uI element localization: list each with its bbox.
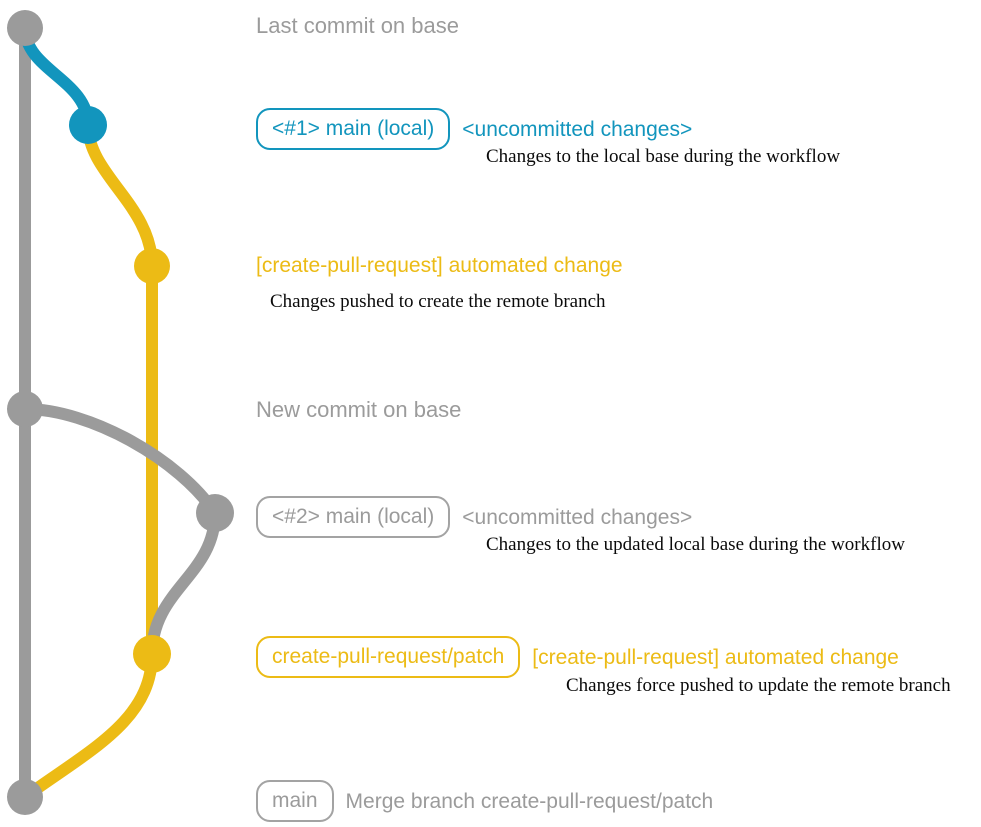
commit-note-local-2: Changes to the updated local base during… bbox=[486, 534, 905, 555]
commit-row-local-2: <#2> main (local) <uncommitted changes> bbox=[256, 496, 692, 538]
heading-last-commit-on-base: Last commit on base bbox=[256, 13, 459, 38]
edge-base2-to-local2 bbox=[19, 403, 221, 519]
commit-message-patch-1: [create-pull-request] automated change bbox=[256, 254, 623, 277]
commit-note-local-1: Changes to the local base during the wor… bbox=[486, 146, 841, 167]
commit-message-local-2: <uncommitted changes> bbox=[462, 505, 693, 529]
edge-local1-to-patch1 bbox=[82, 119, 158, 272]
commit-note-patch-2: Changes force pushed to update the remot… bbox=[566, 675, 951, 696]
commit-message-patch-2: [create-pull-request] automated change bbox=[532, 645, 899, 669]
commit-note-patch-1: Changes pushed to create the remote bran… bbox=[270, 291, 606, 312]
node-patch-2 bbox=[133, 635, 171, 673]
node-local-2 bbox=[196, 494, 234, 532]
node-base-1 bbox=[7, 10, 43, 46]
heading-new-commit-on-base: New commit on base bbox=[256, 397, 462, 422]
commit-row-patch-2: create-pull-request/patch [create-pull-r… bbox=[256, 636, 899, 678]
commit-message-local-1: <uncommitted changes> bbox=[462, 117, 693, 141]
edge-patch2-to-merge bbox=[19, 648, 158, 803]
node-merge-1 bbox=[7, 779, 43, 815]
branch-badge-main[interactable]: main bbox=[256, 780, 334, 822]
branch-badge-create-pull-request-patch[interactable]: create-pull-request/patch bbox=[256, 636, 521, 678]
commit-message-merge: Merge branch create-pull-request/patch bbox=[345, 789, 714, 813]
branch-badge-main-local-1[interactable]: <#1> main (local) bbox=[256, 108, 451, 150]
commit-row-patch-1: [create-pull-request] automated change bbox=[256, 255, 623, 276]
edge-local2-to-patch2 bbox=[146, 507, 221, 660]
node-base-2 bbox=[7, 391, 43, 427]
node-local-1 bbox=[69, 106, 107, 144]
commit-nodes bbox=[7, 10, 234, 815]
branch-badge-main-local-2[interactable]: <#2> main (local) bbox=[256, 496, 451, 538]
commit-row-local-1: <#1> main (local) <uncommitted changes> bbox=[256, 108, 692, 150]
node-patch-1 bbox=[134, 248, 170, 284]
commit-row-merge: main Merge branch create-pull-request/pa… bbox=[256, 780, 713, 822]
